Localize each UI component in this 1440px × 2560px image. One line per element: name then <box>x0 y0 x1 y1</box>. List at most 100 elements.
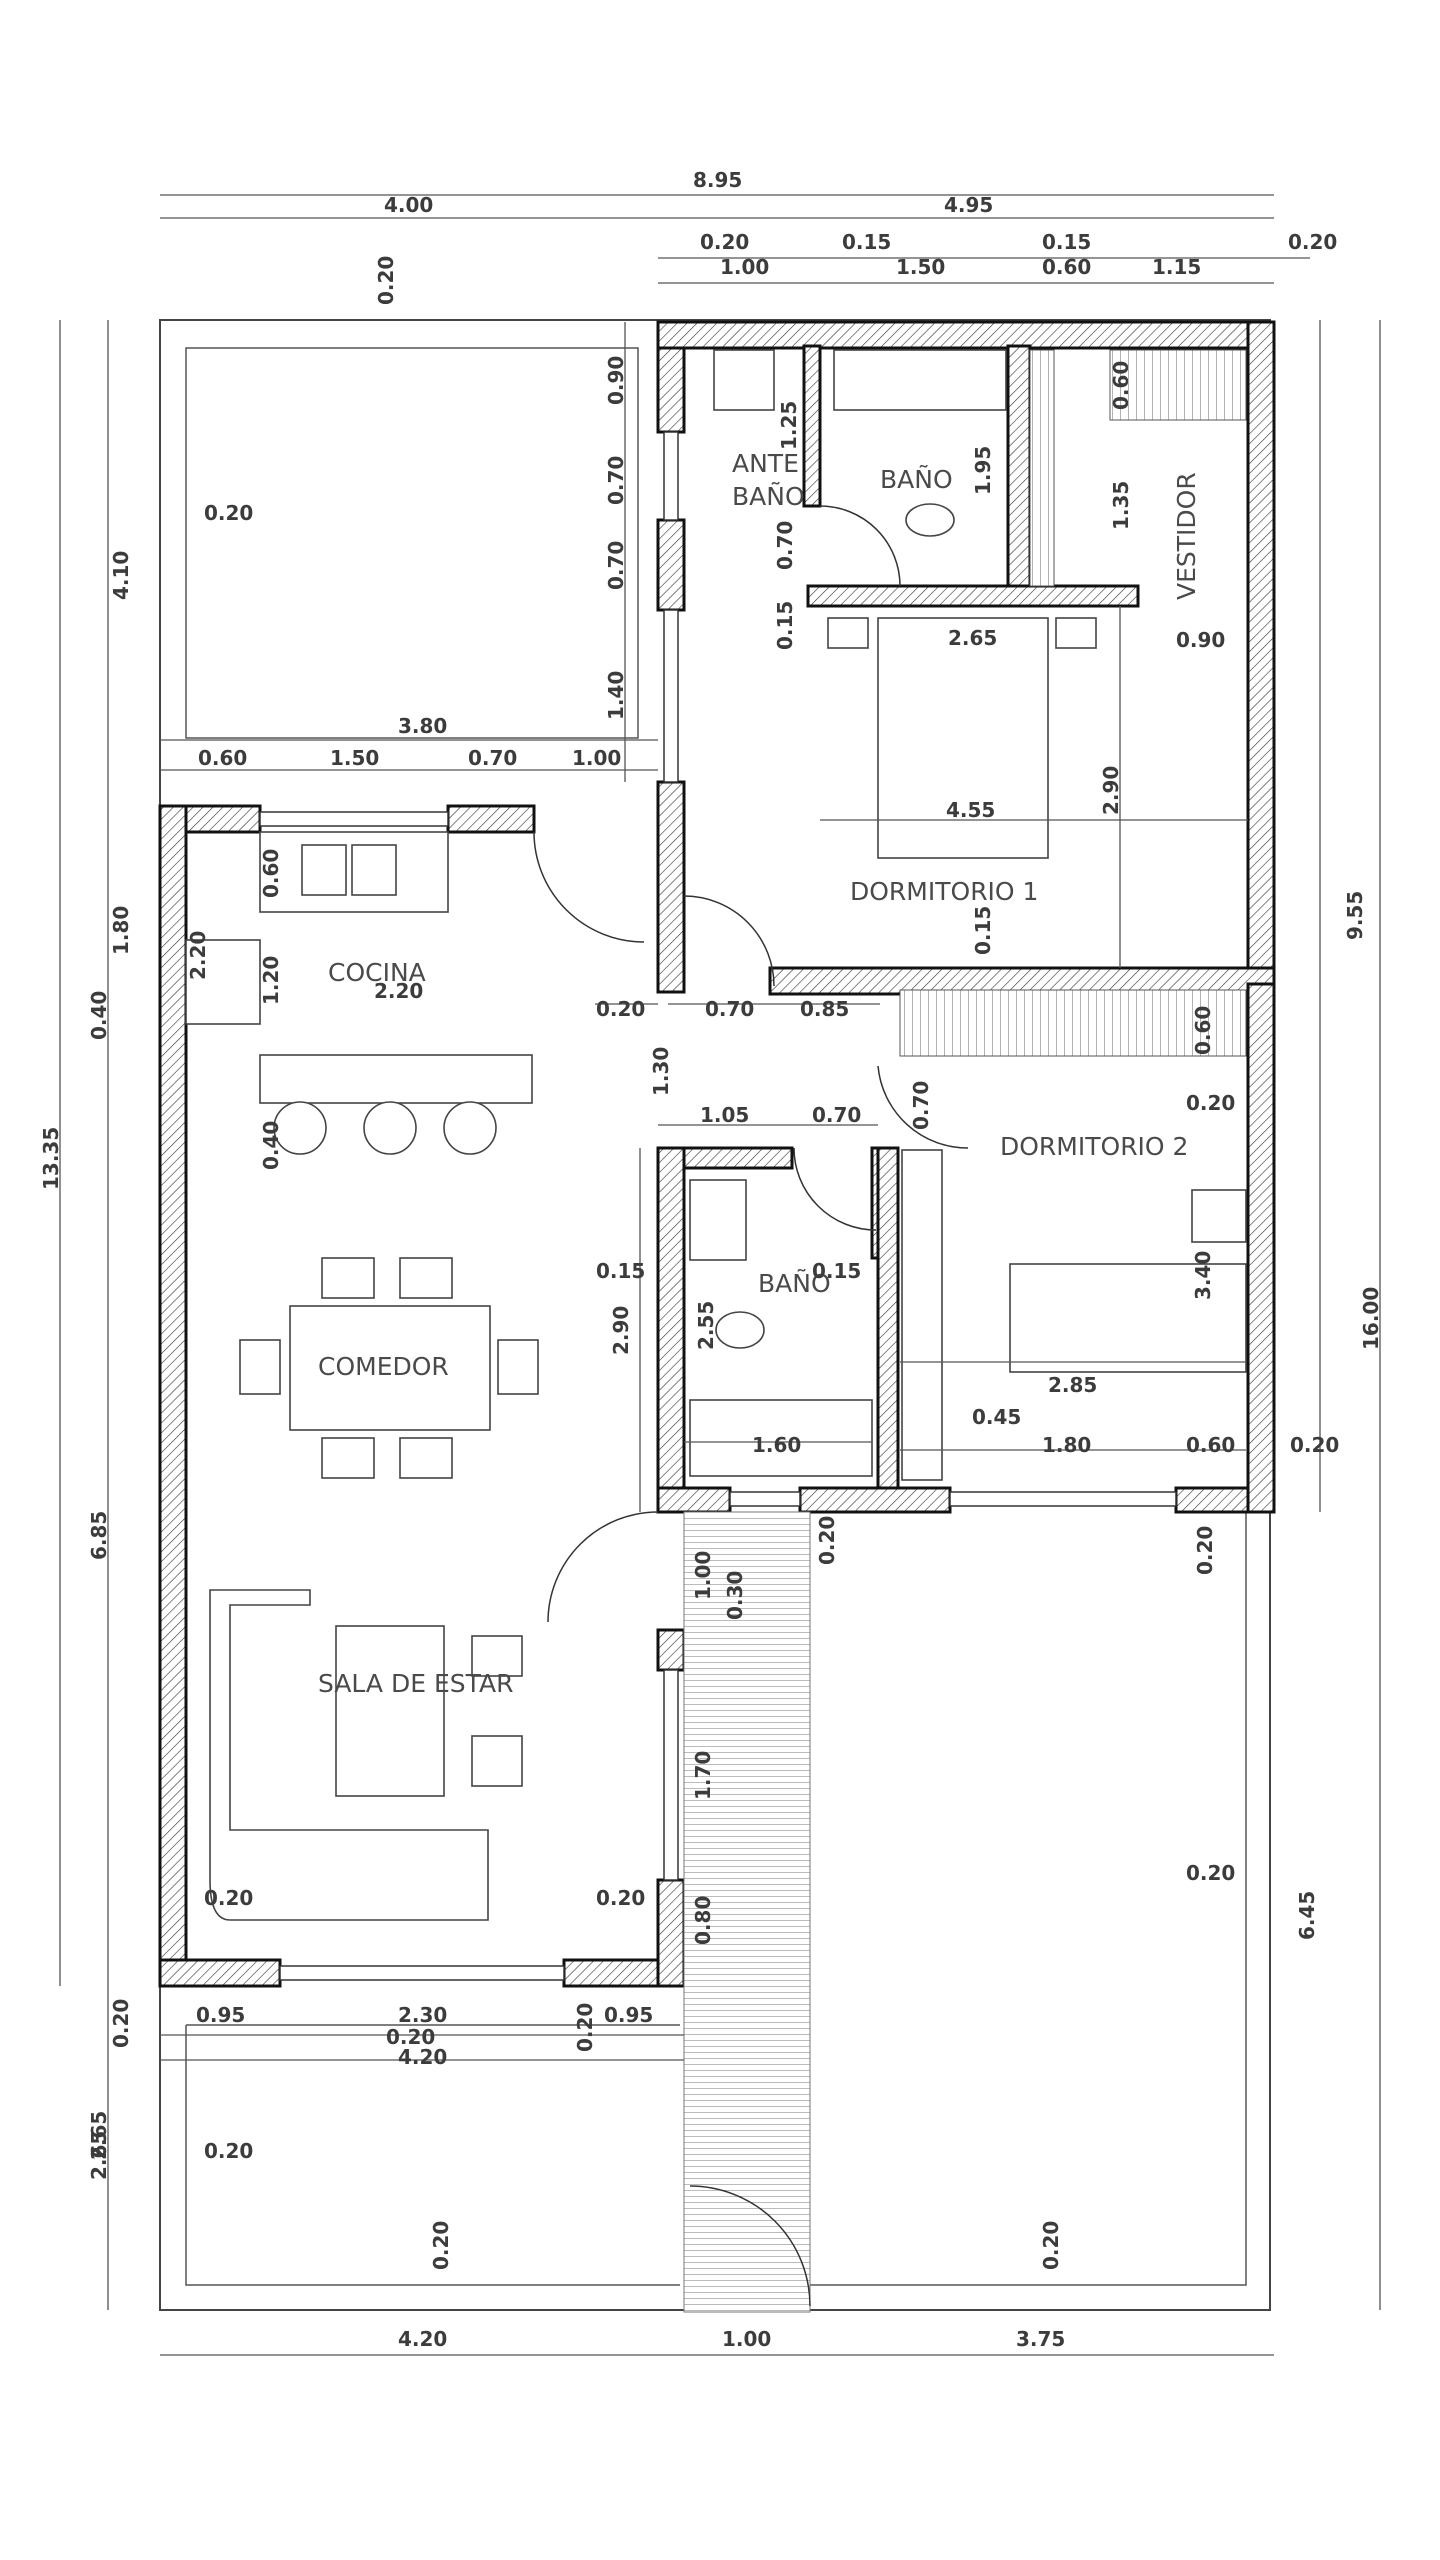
dim-inner-5: 0.60 <box>1109 361 1133 410</box>
room-label-bano-1: BAÑO <box>880 464 953 494</box>
dim-bath2-1: 0.70 <box>812 1103 861 1127</box>
front-yard-line <box>185 1508 1247 2286</box>
dim-left-2: 1.80 <box>109 906 133 955</box>
dim-bath2-4: 0.15 <box>812 1259 861 1283</box>
dim-dorm2-6: 0.20 <box>1193 1526 1217 1575</box>
dim-yard-4: 0.20 <box>1186 1861 1235 1885</box>
dim-kitchen-4: 0.40 <box>259 1121 283 1170</box>
dim-corr-4: 0.80 <box>691 1896 715 1945</box>
dim-patio-1: 3.80 <box>398 714 447 738</box>
dim-mid-2: 0.85 <box>800 997 849 1021</box>
dim-bottom-1: 2.30 <box>398 2003 447 2027</box>
dim-inner-9: 4.55 <box>946 798 995 822</box>
dim-bath2-5: 2.90 <box>609 1306 633 1355</box>
closet-dorm2 <box>899 989 1247 1057</box>
room-label-sala-de-estar: SALA DE ESTAR <box>318 1669 513 1698</box>
dim-row3-a: 0.20 <box>700 230 749 254</box>
dim-inner-0: 1.25 <box>777 401 801 450</box>
dim-bath2-3: 0.15 <box>596 1259 645 1283</box>
dim-inner-1: 1.95 <box>971 446 995 495</box>
dim-last-0: 4.20 <box>398 2327 447 2351</box>
dim-corr-6: 0.20 <box>596 1886 645 1910</box>
dim-yard-3: 0.20 <box>1039 2221 1063 2270</box>
dim-yard-0: 2.65 <box>87 2131 111 2180</box>
dim-bath2-0: 1.05 <box>700 1103 749 1127</box>
dim-bottom-0: 0.95 <box>196 2003 245 2027</box>
dim-corr-0: 0.20 <box>815 1516 839 1565</box>
dim-bottom-2: 0.20 <box>573 2003 597 2052</box>
room-label-comedor: COMEDOR <box>318 1352 449 1381</box>
dim-patio-3: 0.70 <box>604 456 628 505</box>
dim-right-1: 6.45 <box>1295 1891 1319 1940</box>
dim-dorm2-0: 3.40 <box>1191 1251 1215 1300</box>
dim-top-right: 4.95 <box>944 193 993 217</box>
dim-kitchen-3: 2.20 <box>374 979 423 1003</box>
dim-row3-d: 0.20 <box>1288 230 1337 254</box>
dim-row3-c: 0.15 <box>1042 230 1091 254</box>
dim-bottom-total: 4.20 <box>398 2045 447 2069</box>
dim-kitchen-top-1: 1.50 <box>330 746 379 770</box>
dim-inner-2: 0.70 <box>773 521 797 570</box>
dim-left-total: 13.35 <box>39 1127 63 1190</box>
dim-patio-2: 0.90 <box>604 356 628 405</box>
room-label-bano-2: BAÑO <box>758 1268 831 1298</box>
room-label-ante-bano-line1: ANTE <box>732 449 799 478</box>
dim-kitchen-2: 2.20 <box>186 931 210 980</box>
dim-bottom-3: 0.95 <box>604 2003 653 2027</box>
dim-bath2-7: 1.60 <box>752 1433 801 1457</box>
closet-vestidor-top <box>1109 349 1247 421</box>
dim-dorm2-1: 2.85 <box>1048 1373 1097 1397</box>
dim-inner-8: 2.90 <box>1099 766 1123 815</box>
dim-corr-3: 1.70 <box>691 1751 715 1800</box>
dim-mid-1: 0.70 <box>705 997 754 1021</box>
doors <box>533 505 969 2307</box>
dim-mid-4: 0.60 <box>1191 1006 1215 1055</box>
dim-row4-b: 1.50 <box>896 255 945 279</box>
dim-patio-5: 1.40 <box>604 671 628 720</box>
dim-kitchen-top-2: 0.70 <box>468 746 517 770</box>
dim-mid-0: 0.20 <box>596 997 645 1021</box>
dim-inner-4: 2.65 <box>948 626 997 650</box>
dim-left-6: 2.65 <box>87 2111 111 2160</box>
furniture <box>185 349 1247 1921</box>
windows <box>259 431 1177 1981</box>
dim-mid-5: 0.20 <box>1186 1091 1235 1115</box>
dim-patio-0: 0.20 <box>204 501 253 525</box>
dim-top-total: 8.95 <box>693 168 742 192</box>
room-label-ante-bano-line2: BAÑO <box>732 481 805 511</box>
dim-patio-4: 0.70 <box>604 541 628 590</box>
dimension-lines <box>59 194 1381 2356</box>
closet-vestidor <box>1029 349 1055 587</box>
dim-dorm2-3: 1.80 <box>1042 1433 1091 1457</box>
side-walkway <box>683 1511 811 2313</box>
dim-last-1: 1.00 <box>722 2327 771 2351</box>
dim-mid-3: 1.30 <box>649 1047 673 1096</box>
dim-yard-1: 0.20 <box>204 2139 253 2163</box>
dim-kitchen-0: 0.60 <box>259 849 283 898</box>
dim-right-total: 16.00 <box>1359 1287 1383 1350</box>
dim-left-4: 6.85 <box>87 1511 111 1560</box>
dim-row4-c: 0.60 <box>1042 255 1091 279</box>
dim-corr-2: 0.30 <box>723 1571 747 1620</box>
room-label-vestidor: VESTIDOR <box>1172 472 1201 600</box>
dim-row4-a: 1.00 <box>720 255 769 279</box>
room-label-dormitorio-1: DORMITORIO 1 <box>850 877 1038 906</box>
dim-kitchen-top-0: 0.60 <box>198 746 247 770</box>
dim-row3-b: 0.15 <box>842 230 891 254</box>
dim-inner-10: 0.15 <box>971 906 995 955</box>
dim-corr-1: 1.00 <box>691 1551 715 1600</box>
dim-row4-d: 1.15 <box>1152 255 1201 279</box>
dim-inner-7: 0.90 <box>1176 628 1225 652</box>
dim-bath2-2: 0.70 <box>909 1081 933 1130</box>
dim-right-0: 9.55 <box>1343 891 1367 940</box>
patio-inner-line <box>185 347 639 739</box>
dim-last-2: 3.75 <box>1016 2327 1065 2351</box>
dim-inner-6: 1.35 <box>1109 481 1133 530</box>
room-label-cocina: COCINA <box>328 958 426 987</box>
dim-dorm2-2: 0.45 <box>972 1405 1021 1429</box>
dim-dorm2-5: 0.20 <box>1290 1433 1339 1457</box>
dim-inner-3: 0.15 <box>773 601 797 650</box>
room-label-dormitorio-2: DORMITORIO 2 <box>1000 1132 1188 1161</box>
dim-corr-5: 0.20 <box>204 1886 253 1910</box>
